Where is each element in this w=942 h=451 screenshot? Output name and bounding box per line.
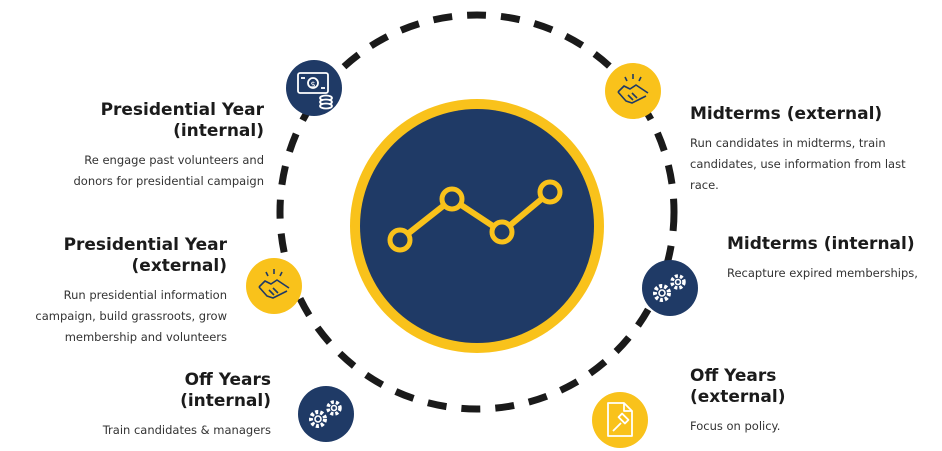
phase-presidential-external: Presidential Year (external) Run preside… (0, 235, 227, 348)
badge-midterms-internal (642, 260, 698, 316)
phase-description: Run candidates in midterms, train candid… (690, 136, 906, 192)
phase-description: Run presidential information campaign, b… (35, 288, 227, 344)
badge-presidential-external (246, 258, 302, 314)
badge-presidential-internal: $ (286, 60, 342, 116)
phase-title: (external) (690, 387, 786, 407)
phase-off-years-internal: Off Years (internal) Train candidates & … (60, 370, 271, 441)
gears-icon (653, 274, 686, 302)
phase-title: Midterms (external) (690, 104, 883, 124)
phase-off-years-external: Off Years (external) Focus on policy. (690, 366, 910, 437)
phase-title: (external) (131, 256, 227, 276)
phase-title: Midterms (internal) (727, 234, 915, 254)
badge-off-years-external (592, 392, 648, 448)
phase-title: (internal) (173, 121, 264, 141)
trend-line-chart-icon (387, 179, 563, 253)
phase-midterms-internal: Midterms (internal) Recapture expired me… (727, 234, 939, 284)
gears-icon (309, 400, 342, 428)
phase-presidential-internal: Presidential Year (internal) Re engage p… (20, 100, 264, 192)
dashed-cycle-ring (276, 11, 678, 413)
phase-description: Focus on policy. (690, 419, 781, 433)
document-gavel-icon (607, 402, 633, 437)
money-bill-coins-icon: $ (297, 72, 333, 110)
badge-midterms-external (605, 63, 661, 119)
svg-text:$: $ (310, 80, 315, 89)
badge-off-years-internal (298, 386, 354, 442)
phase-title: Off Years (184, 370, 271, 390)
phase-title: Off Years (690, 366, 777, 386)
phase-description: Re engage past volunteers and donors for… (73, 153, 264, 188)
handshake-icon (617, 74, 649, 104)
phase-description: Recapture expired memberships, (727, 266, 918, 280)
handshake-icon (258, 269, 290, 299)
phase-description: Train candidates & managers (102, 423, 271, 437)
phase-title: (internal) (180, 391, 271, 411)
phase-midterms-external: Midterms (external) Run candidates in mi… (690, 104, 930, 196)
phase-title: Presidential Year (63, 235, 227, 255)
phase-title: Presidential Year (100, 100, 264, 120)
center-badge (350, 99, 604, 353)
